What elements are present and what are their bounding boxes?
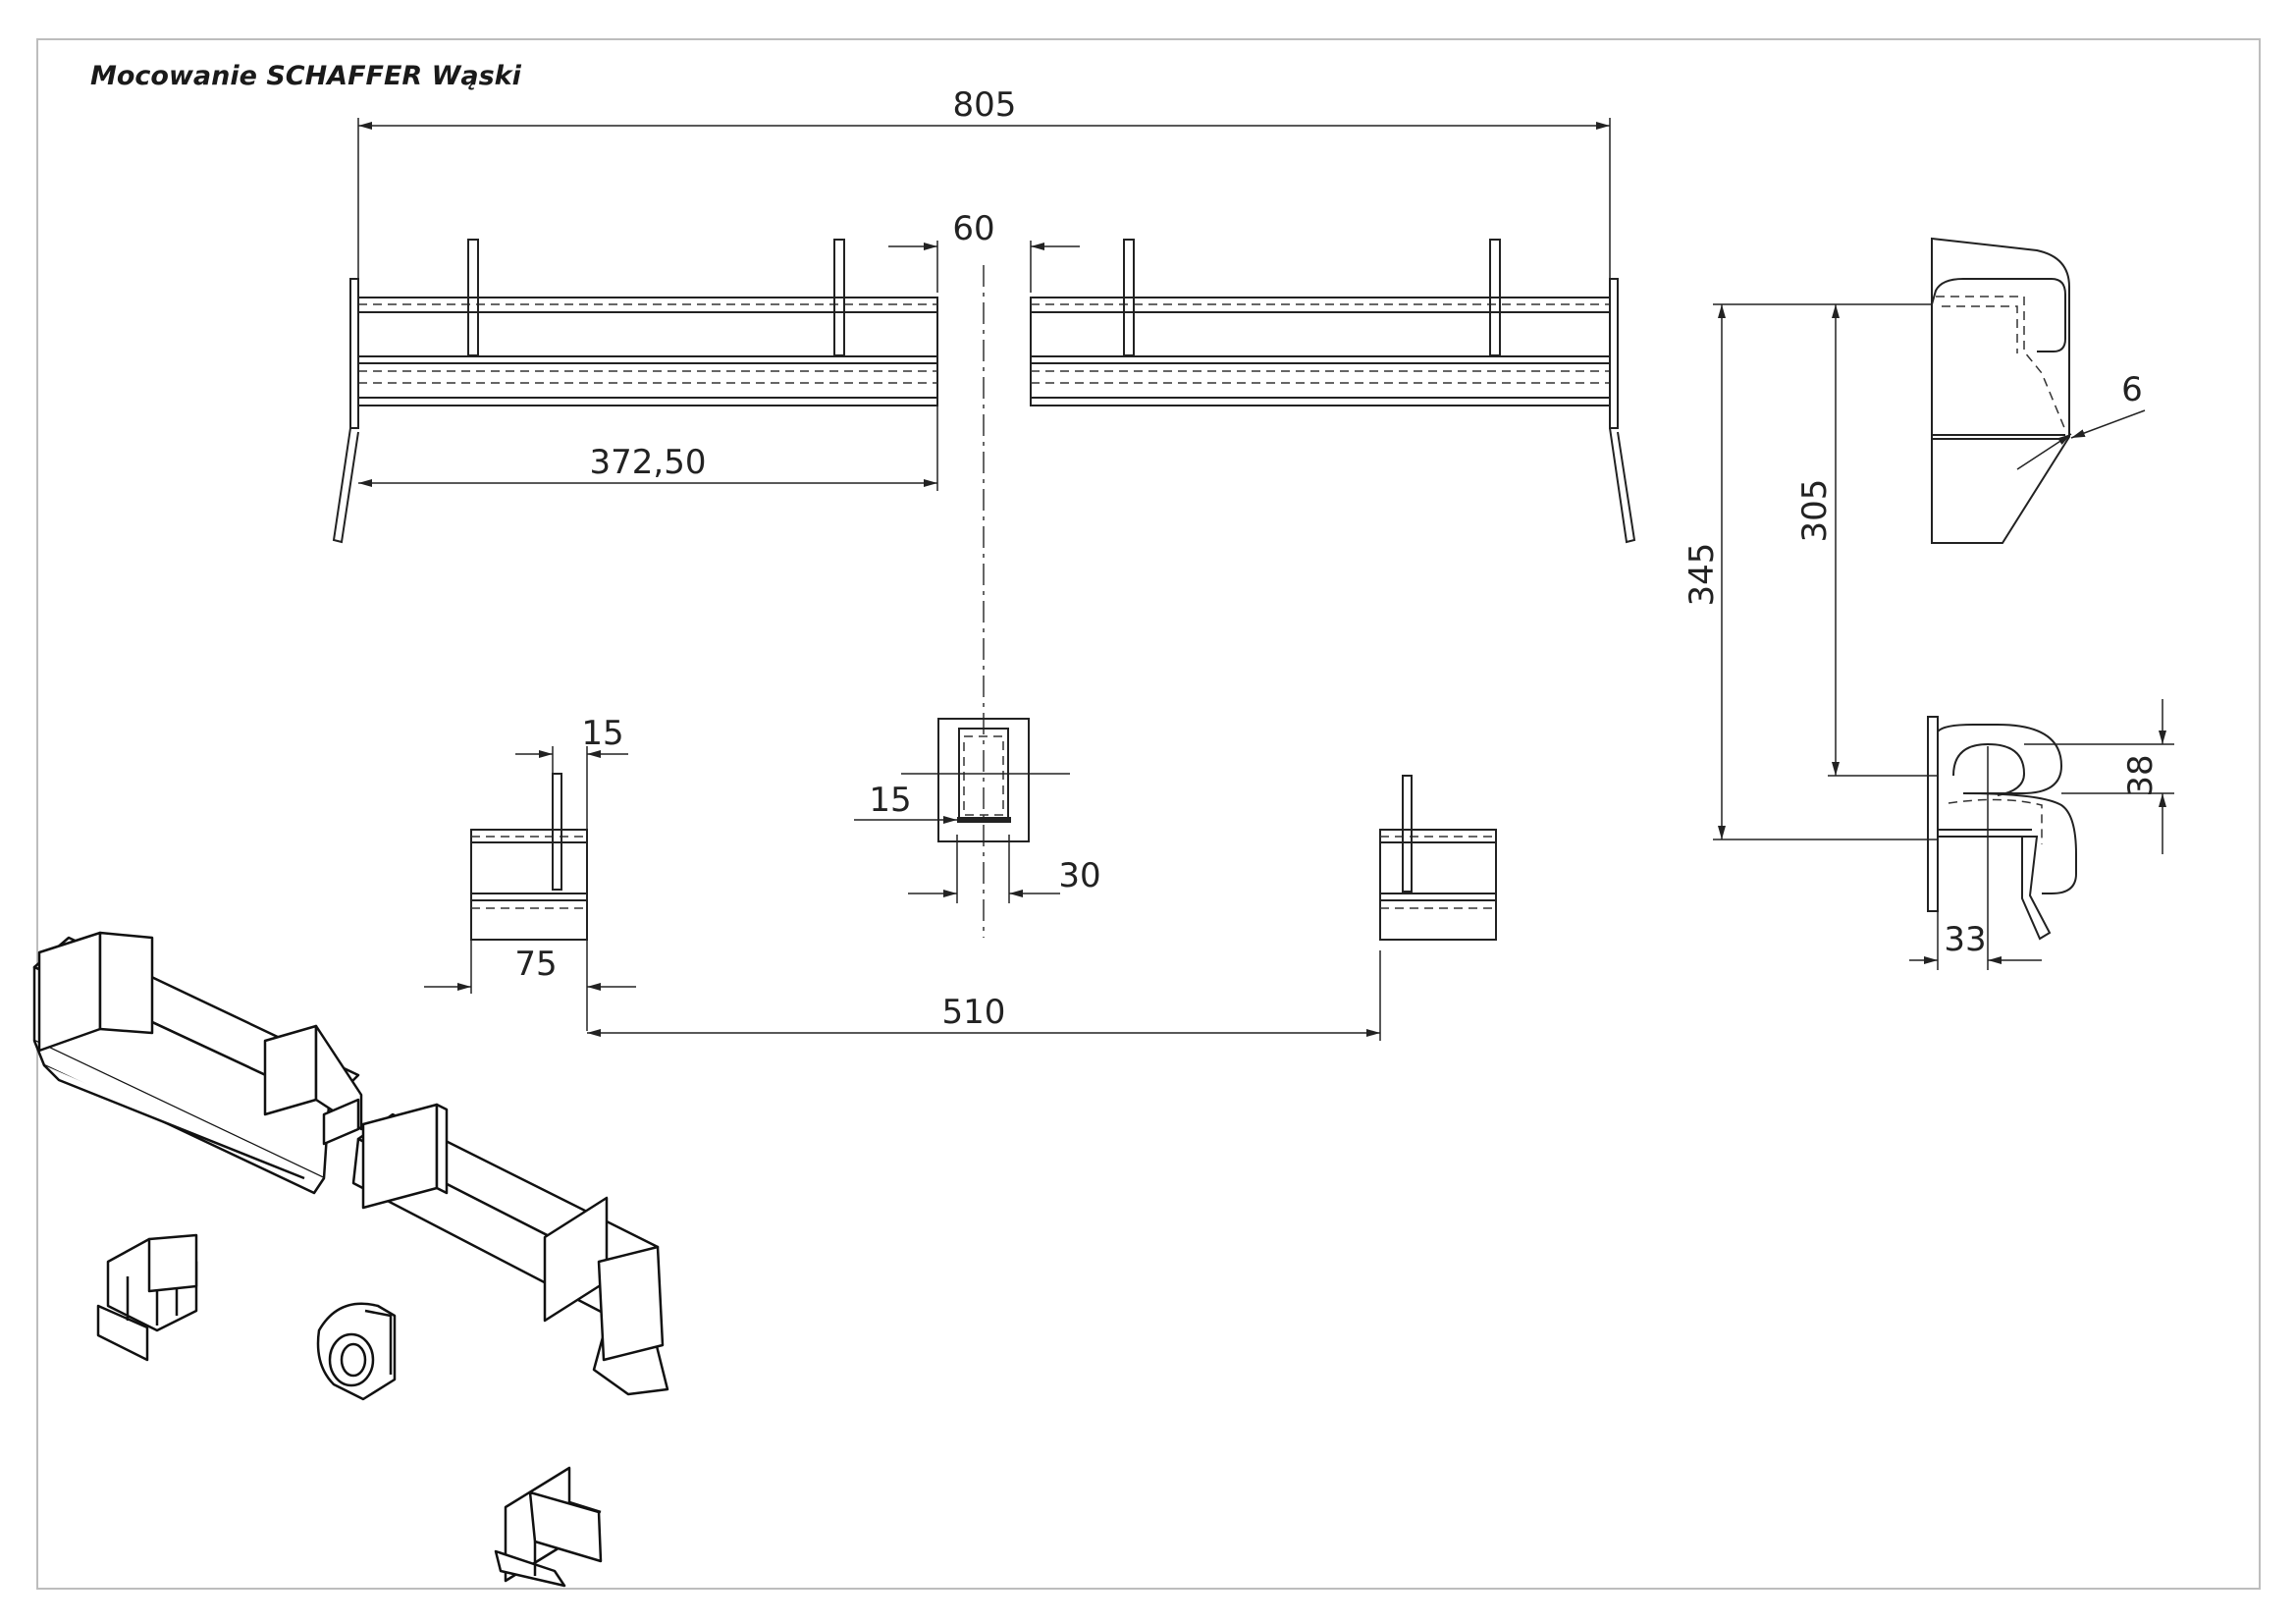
iso-bracket-2 bbox=[494, 1466, 603, 1588]
dim-bracket-plate: 15 bbox=[581, 714, 623, 753]
dim-total-height: 345 bbox=[1682, 543, 1722, 607]
dim-overall-width: 805 bbox=[953, 85, 1017, 125]
center-socket bbox=[854, 718, 1070, 903]
dim-gap: 60 bbox=[952, 209, 994, 248]
right-bracket bbox=[1379, 775, 1497, 941]
iso-rail-right bbox=[351, 1103, 669, 1396]
dim-slot-length: 30 bbox=[1058, 856, 1100, 895]
dim-bracket-width: 75 bbox=[514, 945, 557, 984]
bracket-view: 15 15 30 75 510 bbox=[424, 714, 1497, 1041]
dim-inner-height: 305 bbox=[1795, 479, 1835, 543]
isometric-assembly bbox=[32, 931, 669, 1588]
iso-socket bbox=[316, 1302, 397, 1401]
dim-hook-depth: 33 bbox=[1944, 920, 1986, 959]
front-view: 805 60 372,50 bbox=[332, 85, 1636, 938]
dim-hook-height: 38 bbox=[2121, 754, 2161, 796]
right-rail-half bbox=[1030, 239, 1636, 544]
iso-bracket-1 bbox=[96, 1233, 198, 1362]
dim-slot-width: 15 bbox=[869, 781, 911, 820]
dim-half-length: 372,50 bbox=[590, 443, 707, 482]
dim-plate-thickness: 6 bbox=[2121, 370, 2143, 409]
dim-bracket-spacing: 510 bbox=[942, 993, 1006, 1032]
sheet-frame bbox=[36, 38, 2261, 1590]
iso-rail-left bbox=[32, 931, 363, 1195]
left-rail-half bbox=[332, 239, 938, 544]
side-view: 6 345 305 38 bbox=[1682, 237, 2174, 970]
drawing-title: Mocowanie SCHAFFER Wąski bbox=[90, 61, 521, 91]
left-bracket bbox=[470, 773, 588, 941]
